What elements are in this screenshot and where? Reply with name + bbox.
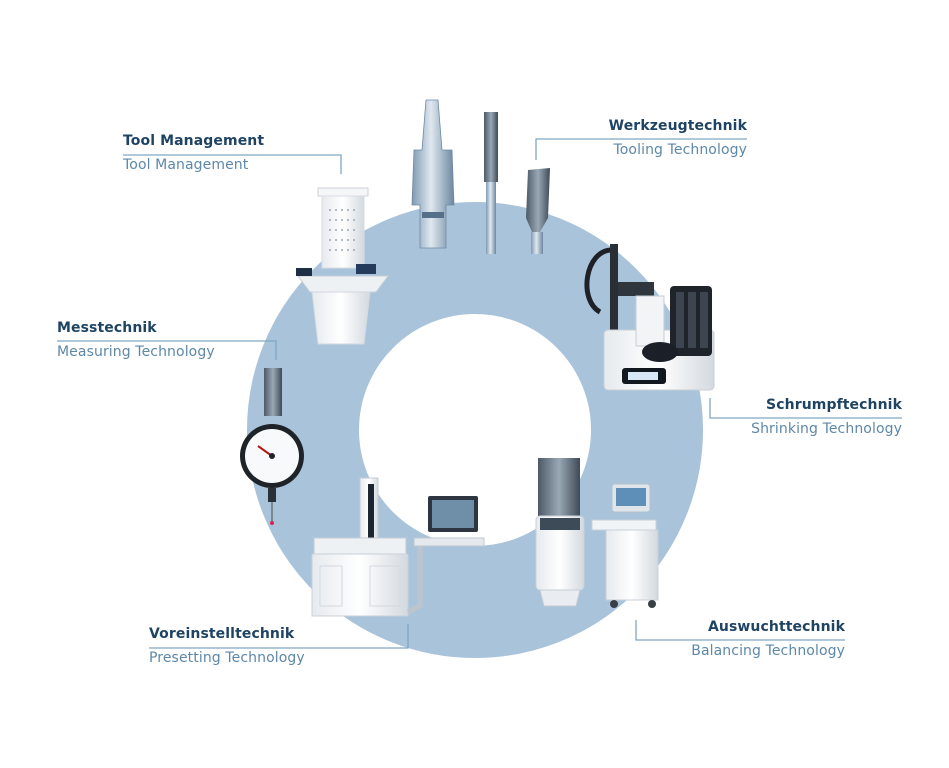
presetting-device-icon [311,477,485,617]
segment-label-voreinstelltechnik: Voreinstelltechnik Presetting Technology [149,626,305,666]
segment-title: Messtechnik [57,320,157,336]
segment-label-auswuchttechnik: Auswuchttechnik Balancing Technology [660,619,845,659]
segment-title: Tool Management [123,133,265,149]
segment-label-werkzeugtechnik: Werkzeugtechnik Tooling Technology [600,118,747,158]
segment-title: Auswuchttechnik [707,619,845,635]
tool-holders-and-cutters-icon [411,99,550,254]
ring [247,202,703,658]
connector-messtechnik [57,340,277,360]
shrink-fit-machine-icon [584,244,715,391]
connector-auswuchttechnik [635,620,845,641]
dial-gauge-icon [240,368,304,525]
segment-title: Werkzeugtechnik [608,118,747,134]
segment-subtitle: Balancing Technology [691,643,845,659]
tool-management-cabinet-icon [296,187,389,345]
segment-subtitle: Presetting Technology [149,650,305,666]
segment-label-tool-management: Tool Management Tool Management [123,133,264,173]
segment-subtitle: Tooling Technology [613,142,747,158]
balancing-machine-icon [535,458,659,608]
segment-label-messtechnik: Messtechnik Measuring Technology [57,320,215,360]
connector-werkzeugtechnik [535,138,747,160]
segment-subtitle: Measuring Technology [57,344,215,360]
segment-subtitle: Tool Management [123,157,249,173]
segment-label-schrumpftechnik: Schrumpftechnik Shrinking Technology [720,397,902,437]
connector-voreinstelltechnik [149,624,409,649]
connector-tool-management [123,154,342,174]
segment-title: Voreinstelltechnik [149,626,295,642]
segment-subtitle: Shrinking Technology [751,421,902,437]
connector-schrumpftechnik [709,398,902,419]
segment-title: Schrumpftechnik [766,397,902,413]
